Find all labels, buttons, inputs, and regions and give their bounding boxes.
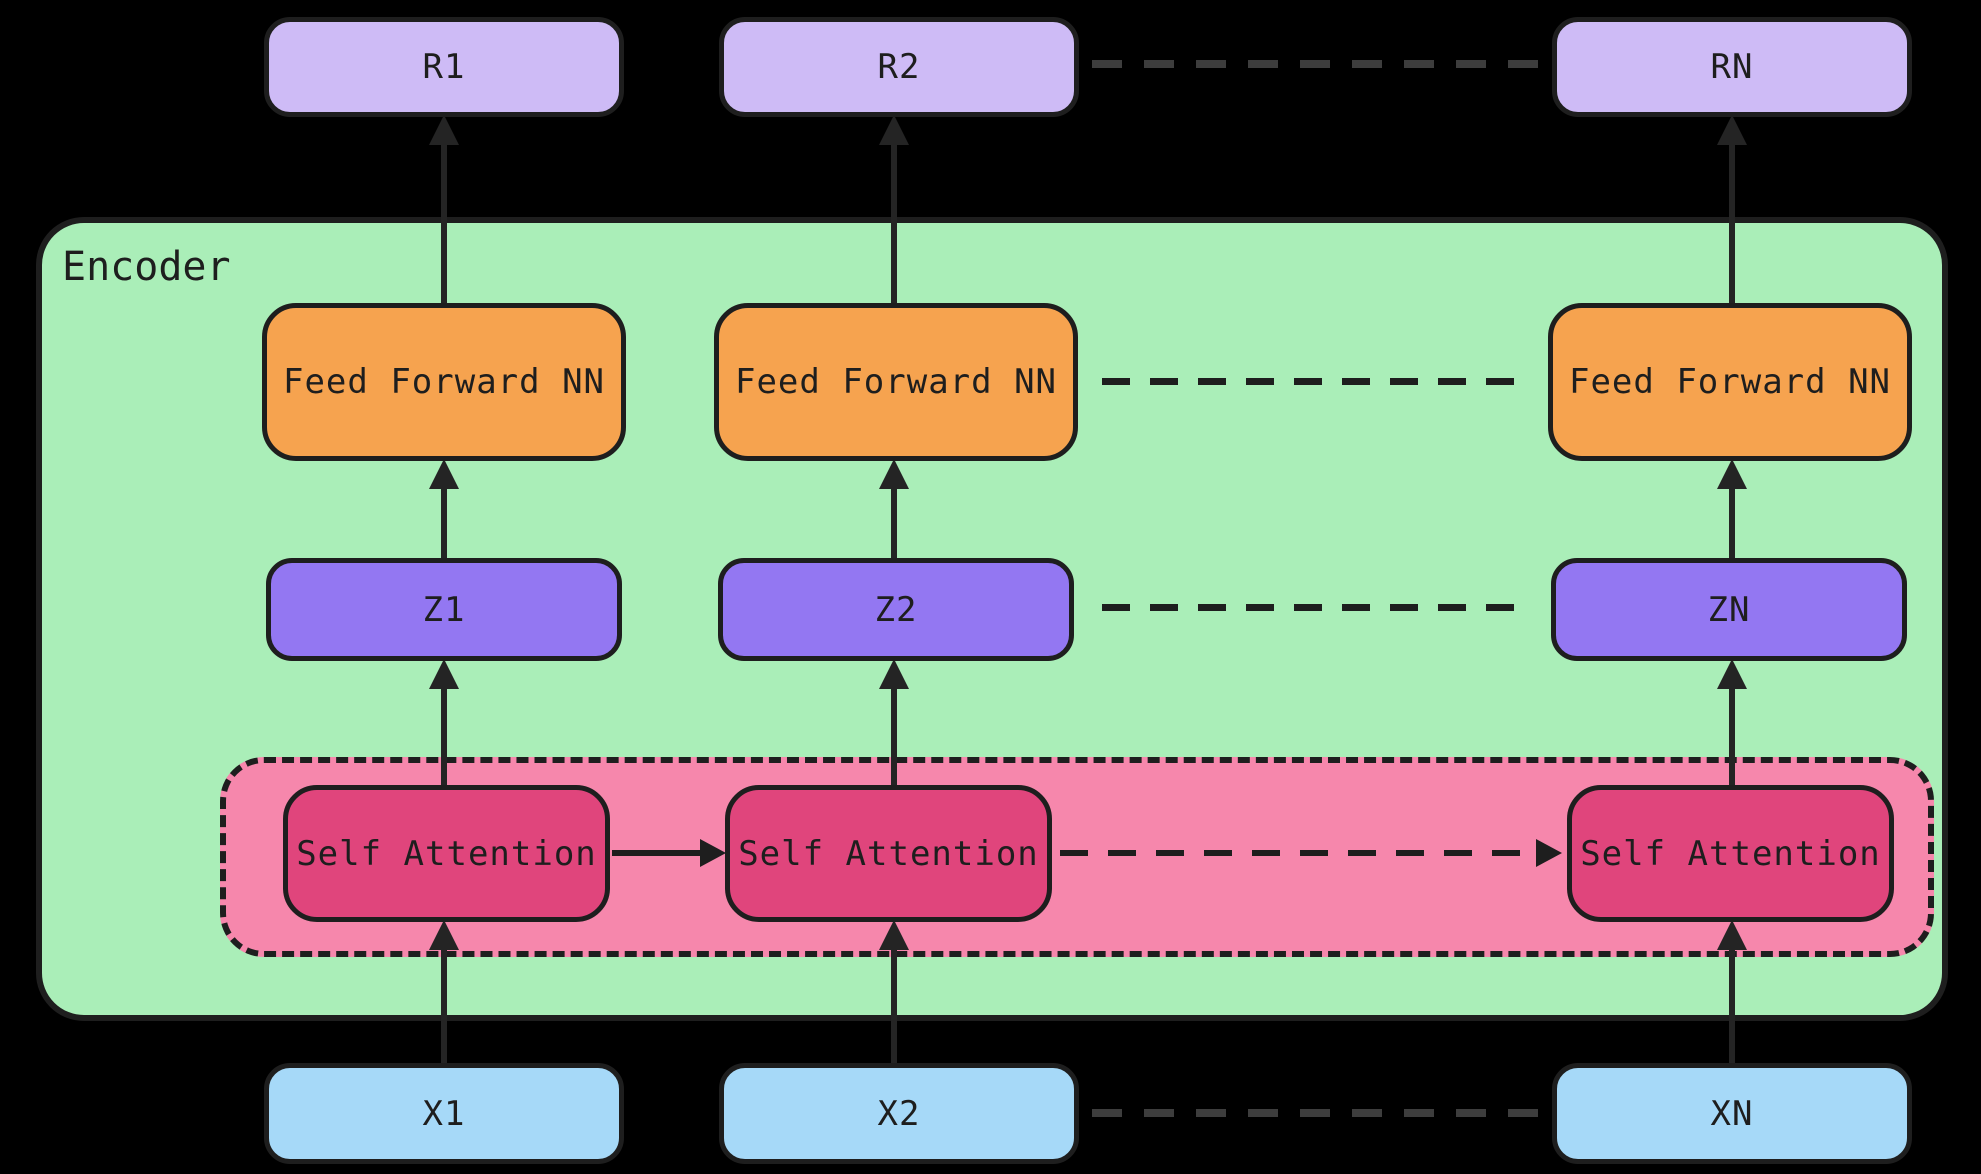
arrow-shaft (1729, 945, 1735, 1067)
output-node-r2-label: R2 (877, 47, 921, 87)
arrow-shaft (1729, 484, 1735, 563)
arrow-shaft (441, 945, 447, 1067)
hidden-node-z2: Z2 (718, 558, 1074, 661)
arrow-shaft (441, 684, 447, 790)
self-attention-node-2-label: Self Attention (738, 833, 1039, 874)
hidden-node-z2-label: Z2 (874, 589, 918, 630)
hidden-node-zn-label: ZN (1707, 589, 1751, 630)
encoder-label: Encoder (62, 244, 231, 290)
output-node-r1-label: R1 (422, 47, 466, 87)
output-node-rn-label: RN (1710, 47, 1754, 87)
dashed-arrow-shaft (1060, 850, 1538, 856)
dashed-connector-hidden (1102, 604, 1526, 611)
arrow-right-icon (700, 839, 726, 867)
arrow-shaft (441, 140, 447, 308)
dashed-connector-inputs (1092, 1109, 1542, 1117)
input-node-x2-label: X2 (877, 1093, 921, 1134)
dashed-connector-outputs (1092, 60, 1542, 68)
hidden-node-z1-label: Z1 (422, 589, 466, 630)
ffn-node-n-label: Feed Forward NN (1568, 362, 1892, 402)
arrow-shaft (441, 484, 447, 563)
arrow-shaft (1729, 684, 1735, 790)
input-node-xn: XN (1552, 1063, 1912, 1164)
ffn-node-2-label: Feed Forward NN (734, 362, 1058, 402)
arrow-shaft (891, 484, 897, 563)
self-attention-node-n: Self Attention (1567, 785, 1894, 922)
dashed-connector-ffn (1102, 378, 1526, 385)
ffn-node-1: Feed Forward NN (262, 303, 626, 461)
hidden-node-zn: ZN (1551, 558, 1907, 661)
self-attention-node-n-label: Self Attention (1580, 833, 1881, 874)
self-attention-node-1: Self Attention (283, 785, 610, 922)
arrow-shaft (891, 945, 897, 1067)
self-attention-node-2: Self Attention (725, 785, 1052, 922)
ffn-node-1-label: Feed Forward NN (282, 362, 606, 402)
arrow-shaft (612, 850, 704, 856)
output-node-r2: R2 (719, 17, 1079, 117)
input-node-x1: X1 (264, 1063, 624, 1164)
ffn-node-n: Feed Forward NN (1548, 303, 1912, 461)
arrow-shaft (891, 684, 897, 790)
input-node-x2: X2 (719, 1063, 1079, 1164)
arrow-shaft (1729, 140, 1735, 308)
arrow-shaft (891, 140, 897, 308)
hidden-node-z1: Z1 (266, 558, 622, 661)
self-attention-node-1-label: Self Attention (296, 833, 597, 874)
input-node-x1-label: X1 (422, 1093, 466, 1134)
ffn-node-2: Feed Forward NN (714, 303, 1078, 461)
arrow-right-icon (1536, 839, 1562, 867)
output-node-rn: RN (1552, 17, 1912, 117)
input-node-xn-label: XN (1710, 1093, 1754, 1134)
output-node-r1: R1 (264, 17, 624, 117)
